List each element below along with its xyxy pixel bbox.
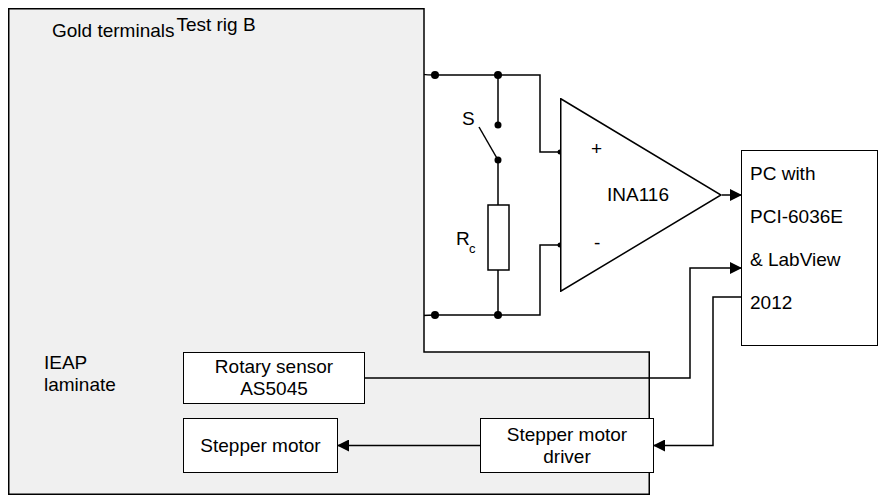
switch-blade [479,127,498,160]
signal-connector [365,268,741,378]
junction-dot [494,311,502,319]
test-rig-panel: Test rig BRotary sensor AS5045Stepper mo… [8,8,650,495]
resistor-label: R [456,228,470,250]
switch-label: S [462,108,475,130]
subscript-label: c [469,241,476,256]
signal-connector [722,194,741,196]
driver-box: Stepper motor driver [480,418,654,473]
resistor-symbol [488,205,509,270]
part-label: IEAP laminate [44,352,126,396]
sensor-box: Rotary sensor AS5045 [183,352,365,404]
signal-connector [654,297,741,446]
signal-connector [338,445,480,447]
part-label: Gold terminals [52,20,175,42]
node-text: Stepper motor [194,435,326,457]
node-text: Rotary sensor AS5045 [184,356,364,400]
node-text: Stepper motor driver [481,424,653,468]
junction-dot [431,311,439,319]
switch-contact [495,122,502,129]
circuit-wire [435,75,560,315]
junction-dot [494,71,502,79]
pin-label: + [591,138,602,160]
switch-contact [495,157,502,164]
amplifier-triangle [561,99,721,292]
amplifier-symbol: INA116 [560,98,722,292]
pc-box: PC with PCI-6036E & LabView 2012 [741,150,878,346]
motor-box: Stepper motor [183,418,338,473]
junction-dot [431,71,439,79]
node-text: INA116 [607,184,669,206]
pin-label: - [594,232,600,254]
node-text: PC with PCI-6036E & LabView 2012 [750,152,858,324]
